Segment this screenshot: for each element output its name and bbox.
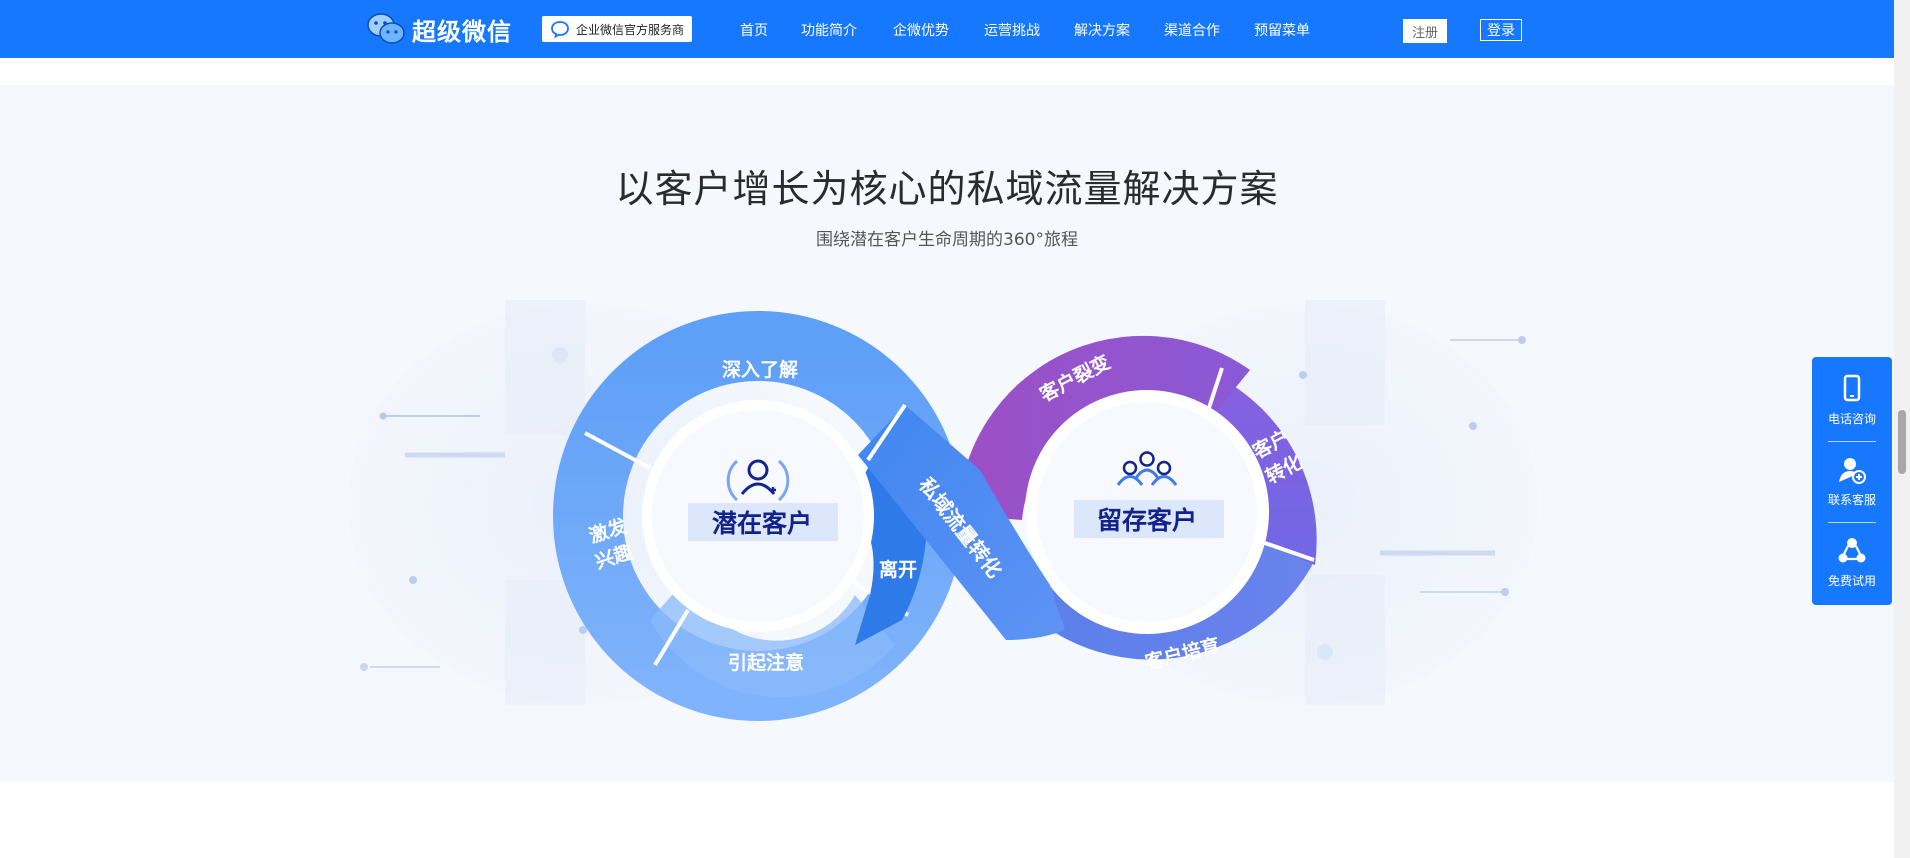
retained-customers-icon (1116, 451, 1178, 486)
phone-consult-label: 电话咨询 (1827, 411, 1876, 426)
float-divider (1828, 522, 1876, 523)
nav-item-home[interactable]: 首页 (740, 23, 768, 39)
free-trial-label: 免费试用 (1827, 573, 1876, 588)
official-provider-badge: 企业微信官方服务商 (542, 16, 692, 42)
free-trial-icon (1838, 537, 1866, 562)
stage-leave: 离开 (879, 558, 917, 581)
right-center-label-bg (1074, 500, 1224, 538)
floating-contact-bar: 电话咨询 联系客服 免费试用 (1812, 357, 1892, 605)
section-title: 以客户增长为核心的私域流量解决方案 (615, 167, 1279, 211)
customer-service-button[interactable]: 联系客服 (1812, 444, 1892, 518)
main-nav: 首页 功能简介 企微优势 运营挑战 解决方案 渠道合作 预留菜单 (740, 18, 1310, 42)
left-center-label: 潜在客户 (712, 509, 812, 538)
phone-icon (1843, 374, 1861, 401)
float-divider (1828, 441, 1876, 442)
login-button[interactable]: 登录 (1480, 19, 1522, 41)
top-navbar: 超级微信 企业微信官方服务商 首页 功能简介 企微优势 运营挑战 解决方案 渠道… (0, 0, 1894, 58)
brand-logo[interactable]: 超级微信 (366, 11, 512, 47)
chat-bubble-icon (551, 21, 569, 38)
wechat-logo-icon (367, 13, 405, 44)
phone-consult-button[interactable]: 电话咨询 (1812, 363, 1892, 437)
nav-item-features[interactable]: 功能简介 (801, 23, 857, 39)
page-scrollbar-thumb[interactable] (1898, 410, 1906, 474)
customer-service-label: 联系客服 (1827, 492, 1876, 507)
badge-text: 企业微信官方服务商 (576, 22, 685, 37)
bridge-band (858, 403, 1065, 640)
left-center-label-bg (688, 503, 838, 541)
nav-item-challenges[interactable]: 运营挑战 (984, 23, 1040, 39)
nav-item-advantages[interactable]: 企微优势 (893, 23, 949, 39)
solution-section (0, 85, 1894, 782)
brand-name: 超级微信 (412, 17, 512, 46)
section-subtitle: 围绕潜在客户生命周期的360°旅程 (816, 230, 1078, 250)
free-trial-button[interactable]: 免费试用 (1812, 525, 1892, 599)
customer-service-icon (1839, 457, 1866, 484)
nav-item-reserved[interactable]: 预留菜单 (1254, 23, 1310, 39)
potential-customer-icon (726, 459, 790, 502)
right-center-label: 留存客户 (1097, 506, 1197, 535)
stage-deep-understanding: 深入了解 (722, 358, 798, 381)
stage-attract-attention: 引起注意 (728, 651, 804, 674)
nav-item-solutions[interactable]: 解决方案 (1074, 23, 1130, 39)
register-button[interactable]: 注册 (1403, 19, 1447, 43)
nav-item-partners[interactable]: 渠道合作 (1164, 23, 1220, 39)
